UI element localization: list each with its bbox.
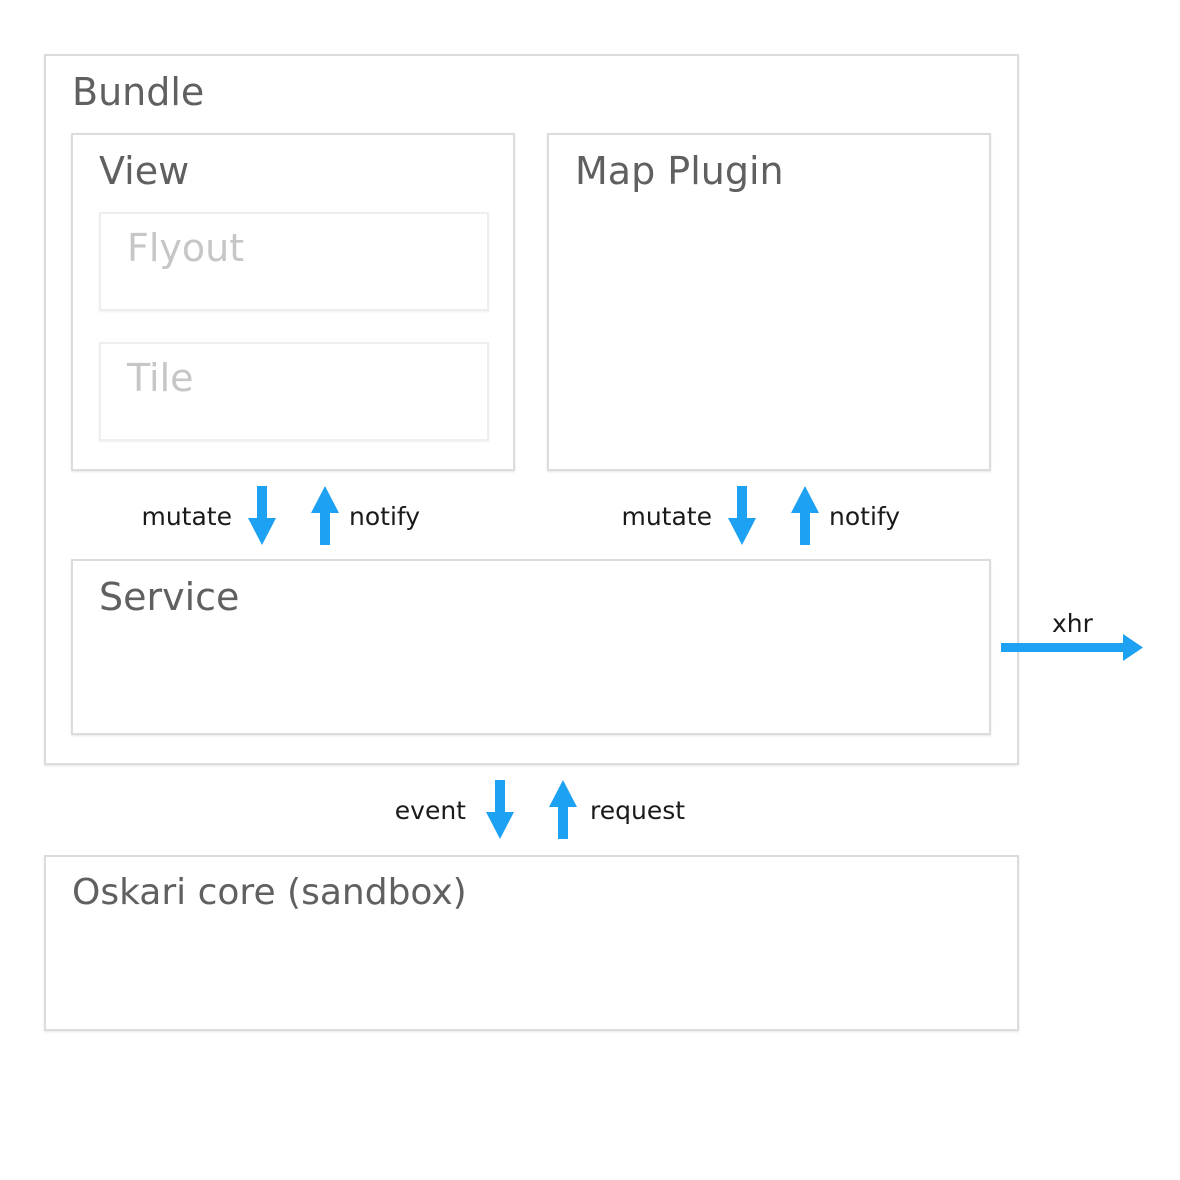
view-box: View Flyout Tile [71,133,515,471]
view-mutate-label: mutate [141,502,232,531]
request-arrow [549,780,577,839]
map-plugin-title: Map Plugin [575,149,784,193]
view-notify-arrow [311,486,339,545]
bundle-title: Bundle [72,70,205,114]
request-label: request [590,796,686,825]
view-notify-label: notify [349,502,421,531]
flyout-box: Flyout [99,212,489,311]
tile-box: Tile [99,342,489,441]
oskari-core-box: Oskari core (sandbox) [44,855,1019,1031]
view-title: View [99,149,190,193]
map-plugin-box: Map Plugin [547,133,991,471]
view-mutate-arrow [248,486,276,545]
oskari-core-title: Oskari core (sandbox) [72,872,467,913]
event-label: event [394,796,466,825]
plugin-notify-arrow [791,486,819,545]
xhr-label: xhr [1052,609,1093,638]
plugin-notify-label: notify [829,502,901,531]
event-arrow [486,780,514,839]
plugin-mutate-label: mutate [621,502,712,531]
service-title: Service [99,575,240,619]
flyout-label: Flyout [127,226,245,270]
tile-label: Tile [127,356,194,400]
plugin-mutate-arrow [728,486,756,545]
service-box: Service [71,559,991,735]
xhr-arrow [1001,634,1143,661]
